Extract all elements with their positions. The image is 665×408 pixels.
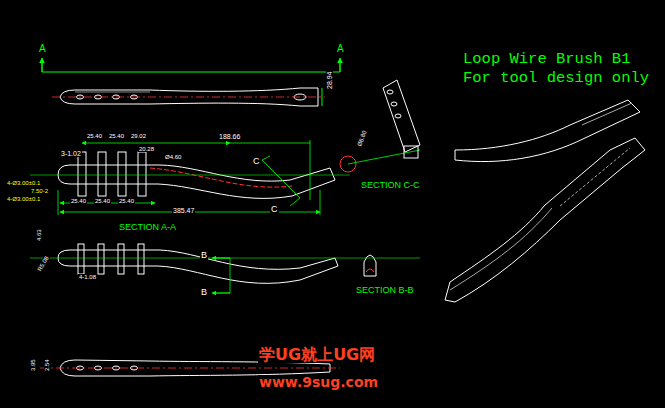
dimension: 4.63 xyxy=(36,228,42,242)
dimension: 25.40 xyxy=(86,133,103,139)
side-view xyxy=(58,244,376,283)
dimension: 4-Ø3.00±0.1 xyxy=(6,196,41,202)
section-letter: C xyxy=(252,157,261,166)
section-c xyxy=(383,80,420,158)
dimension: 29.02 xyxy=(130,133,147,139)
dimension: Ø6.80 xyxy=(356,129,368,148)
dimension: 25.40 xyxy=(108,133,125,139)
dimension: 4-Ø3.00±0.1 xyxy=(6,180,41,186)
section-letter: A xyxy=(38,44,47,54)
section-letter: C xyxy=(270,205,279,214)
dimension: 25.40 xyxy=(70,198,87,204)
dimension: 3.95 xyxy=(30,358,36,372)
section-marker xyxy=(42,58,340,72)
section-title: SECTION C-C xyxy=(360,181,421,190)
dimension: 7.50-2 xyxy=(30,188,49,194)
dimension: Ø4.60 xyxy=(164,154,182,160)
drawing-title: Loop Wire Brush B1 For tool design only xyxy=(463,50,655,89)
dimension: 25.40 xyxy=(118,198,135,204)
section-letter: B xyxy=(200,251,208,260)
dimension: 25.40 xyxy=(94,198,111,204)
iso-view xyxy=(445,100,645,302)
section-letter: B xyxy=(200,288,208,297)
dimension: 2.54 xyxy=(44,358,50,372)
dimension: 3-1.02 xyxy=(60,150,82,157)
dimension-lines xyxy=(58,140,420,215)
section-title: SECTION B-B xyxy=(355,286,415,295)
dimension: 188.66 xyxy=(218,133,241,140)
dimension: 20.28 xyxy=(138,146,155,152)
dimension: 385.47 xyxy=(172,207,195,214)
dimension: 4-1.08 xyxy=(78,274,97,280)
watermark: 学UG就上UG网 xyxy=(258,347,376,363)
section-title: SECTION A-A xyxy=(118,223,177,232)
dimension: R5.08 xyxy=(36,254,50,273)
section-letter: A xyxy=(336,44,345,54)
dimension: 28.94 xyxy=(326,70,333,90)
watermark: www.9sug.com xyxy=(258,375,379,389)
